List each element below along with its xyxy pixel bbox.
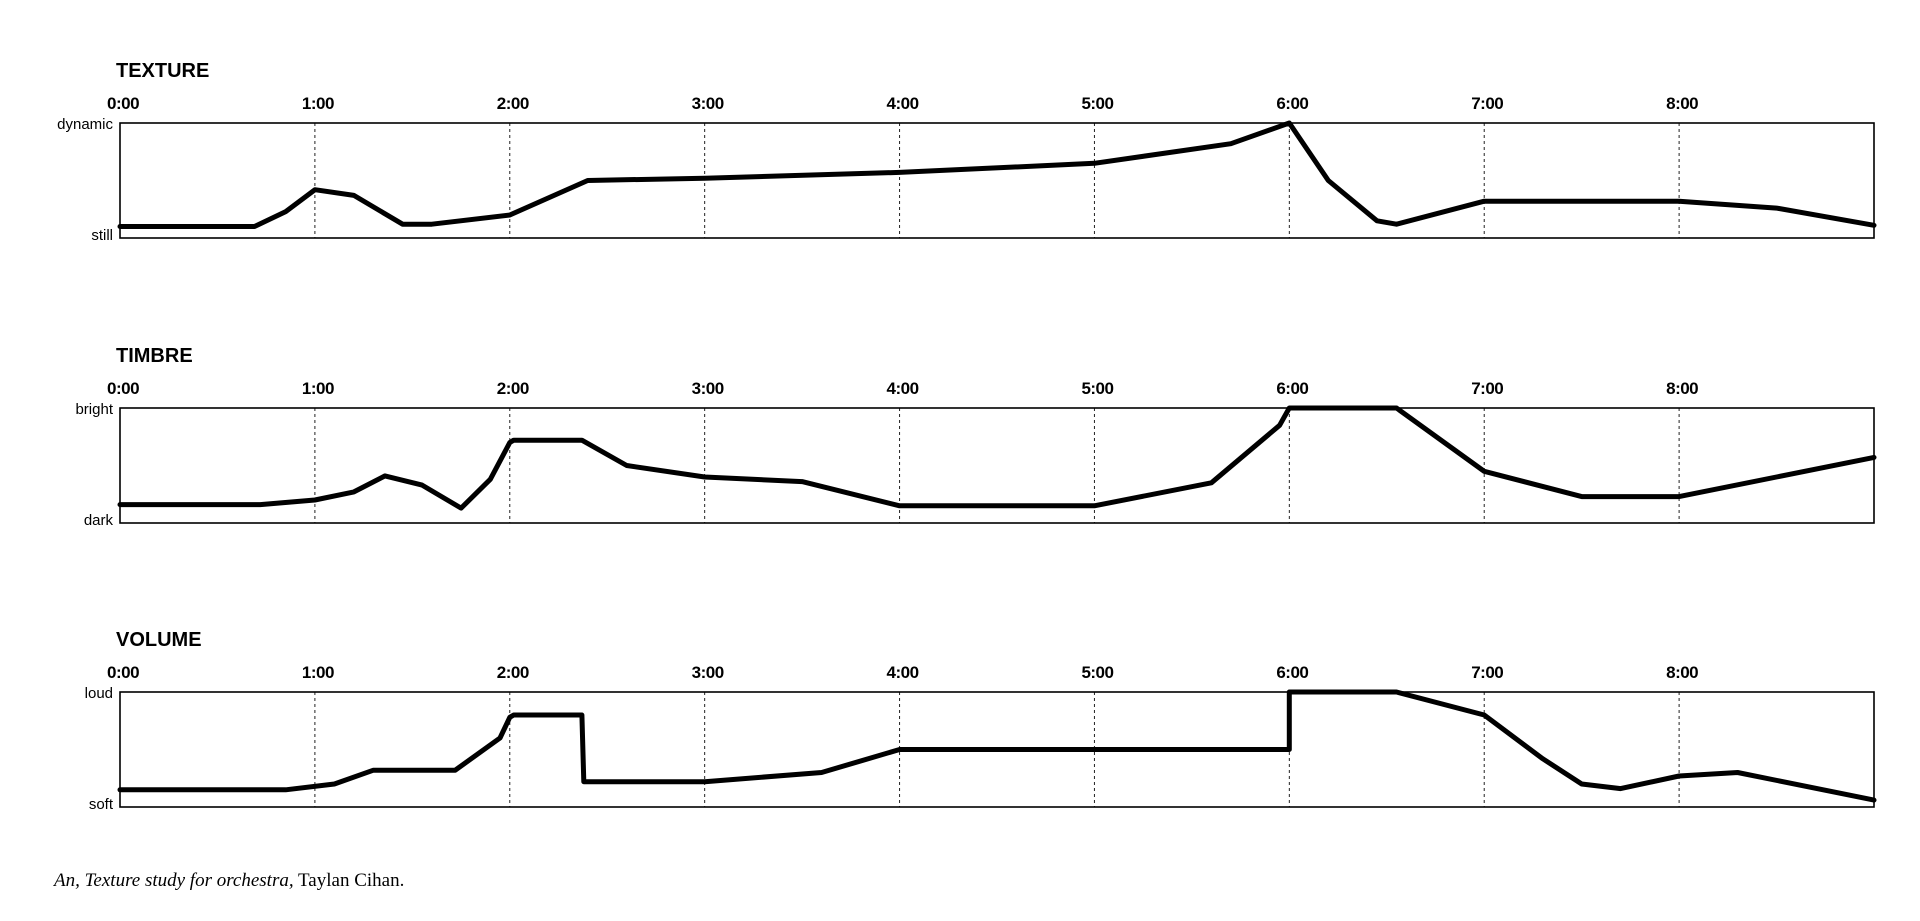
y-bottom-label: still <box>91 227 113 244</box>
y-bottom-label: dark <box>84 512 114 529</box>
x-tick-label: 0:00 <box>107 94 139 113</box>
y-top-label: bright <box>75 401 113 418</box>
x-tick-label: 4:00 <box>887 663 919 682</box>
x-tick-label: 5:00 <box>1081 379 1113 398</box>
chart-title: VOLUME <box>116 629 202 651</box>
x-tick-label: 5:00 <box>1081 94 1113 113</box>
y-top-label: dynamic <box>57 116 113 133</box>
y-top-label: loud <box>85 685 113 702</box>
x-tick-label: 4:00 <box>887 379 919 398</box>
series-line <box>117 405 1877 511</box>
figure-caption: An, Texture study for orchestra, Taylan … <box>54 870 404 892</box>
chart-panel-volume: VOLUME 0:00 1:00 2:00 3:00 4:00 5:00 6:00 7:00 8:… <box>85 629 1877 813</box>
plot-frame <box>119 122 1875 239</box>
x-tick-label: 8:00 <box>1666 94 1698 113</box>
x-tick-label: 1:00 <box>302 663 334 682</box>
x-tick-label: 8:00 <box>1666 663 1698 682</box>
x-tick-label: 4:00 <box>887 94 919 113</box>
x-tick-label: 7:00 <box>1471 663 1503 682</box>
x-tick-label: 1:00 <box>302 379 334 398</box>
chart-panel-timbre: TIMBRE 0:00 1:00 2:00 3:00 4:00 5:00 6:00 7:00 8:… <box>75 345 1877 529</box>
x-tick-label: 7:00 <box>1471 94 1503 113</box>
x-tick-label: 0:00 <box>107 663 139 682</box>
x-tick-label: 0:00 <box>107 379 139 398</box>
x-tick-label: 6:00 <box>1276 379 1308 398</box>
x-tick-label: 5:00 <box>1081 663 1113 682</box>
chart-title: TIMBRE <box>116 345 193 367</box>
chart-title: TEXTURE <box>116 60 209 82</box>
caption-work-title: An, Texture study for orchestra, <box>54 870 294 891</box>
plot-frame <box>119 691 1875 808</box>
x-tick-label: 2:00 <box>497 663 529 682</box>
x-tick-label: 3:00 <box>692 94 724 113</box>
x-tick-label: 3:00 <box>692 663 724 682</box>
series-line <box>117 120 1877 229</box>
plot-frame <box>119 407 1875 524</box>
series-line <box>117 689 1877 803</box>
caption-author: Taylan Cihan. <box>298 870 405 891</box>
x-tick-label: 2:00 <box>497 94 529 113</box>
x-tick-label: 3:00 <box>692 379 724 398</box>
x-tick-label: 6:00 <box>1276 94 1308 113</box>
y-bottom-label: soft <box>89 796 114 813</box>
x-tick-label: 2:00 <box>497 379 529 398</box>
x-tick-label: 7:00 <box>1471 379 1503 398</box>
x-tick-label: 1:00 <box>302 94 334 113</box>
x-tick-label: 8:00 <box>1666 379 1698 398</box>
x-tick-label: 6:00 <box>1276 663 1308 682</box>
chart-panel-texture: TEXTURE 0:00 1:00 2:00 3:00 4:00 5:00 6:00 7:00 8… <box>57 60 1877 244</box>
